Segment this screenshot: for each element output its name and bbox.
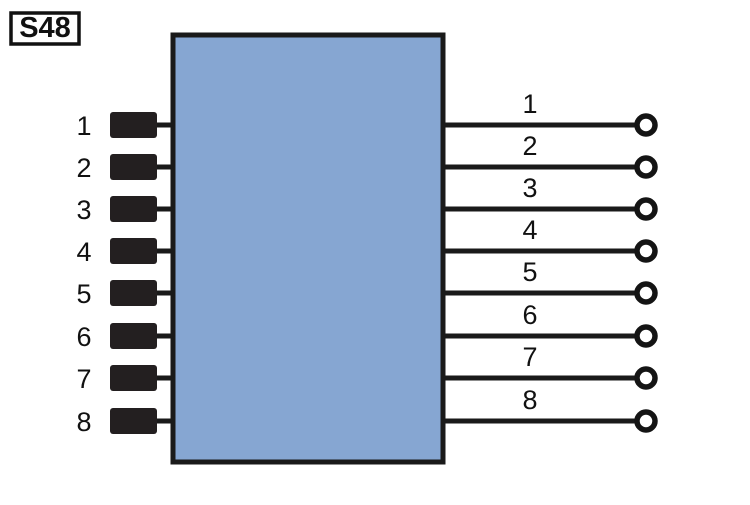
component-body [170,32,446,465]
pin-label-left: 6 [76,322,91,352]
pin-ring-terminal [634,155,658,179]
pin-ring-terminal [634,281,658,305]
pin-ring-terminal [634,409,658,433]
pin-ring-terminal [634,239,658,263]
pin-label-right: 7 [522,342,537,372]
pin-blade-terminal [110,196,157,222]
pin-blade-terminal [110,112,157,138]
pin-label-right: 1 [522,89,537,119]
pin-label-right: 5 [522,257,537,287]
pin-blade-terminal [110,238,157,264]
pin-blade-terminal [110,323,157,349]
pin-blade-terminal [110,408,157,434]
pin-label-left: 7 [76,364,91,394]
pin-ring-terminal [634,366,658,390]
pin-label-left: 8 [76,407,91,437]
component-tag-label: S48 [19,12,71,44]
pin-label-right: 6 [522,300,537,330]
pin-ring-terminal [634,113,658,137]
pin-label-left: 3 [76,195,91,225]
component-tag-box [9,11,81,46]
pin-label-right: 4 [522,215,537,245]
pin-label-right: 8 [522,385,537,415]
pin-label-left: 1 [76,111,91,141]
pin-label-right: 3 [522,173,537,203]
pin-blade-terminal [110,280,157,306]
pin-label-left: 2 [76,153,91,183]
pin-ring-terminal [634,197,658,221]
pin-label-right: 2 [522,131,537,161]
pin-blade-terminal [110,154,157,180]
pin-ring-terminal [634,324,658,348]
component-tag: S48 [9,11,81,46]
terminal-group: 1 1 2 2 3 3 4 4 5 5 6 6 7 7 8 8 [76,89,658,437]
pin-label-left: 4 [76,237,91,267]
pin-blade-terminal [110,365,157,391]
pin-label-left: 5 [76,279,91,309]
